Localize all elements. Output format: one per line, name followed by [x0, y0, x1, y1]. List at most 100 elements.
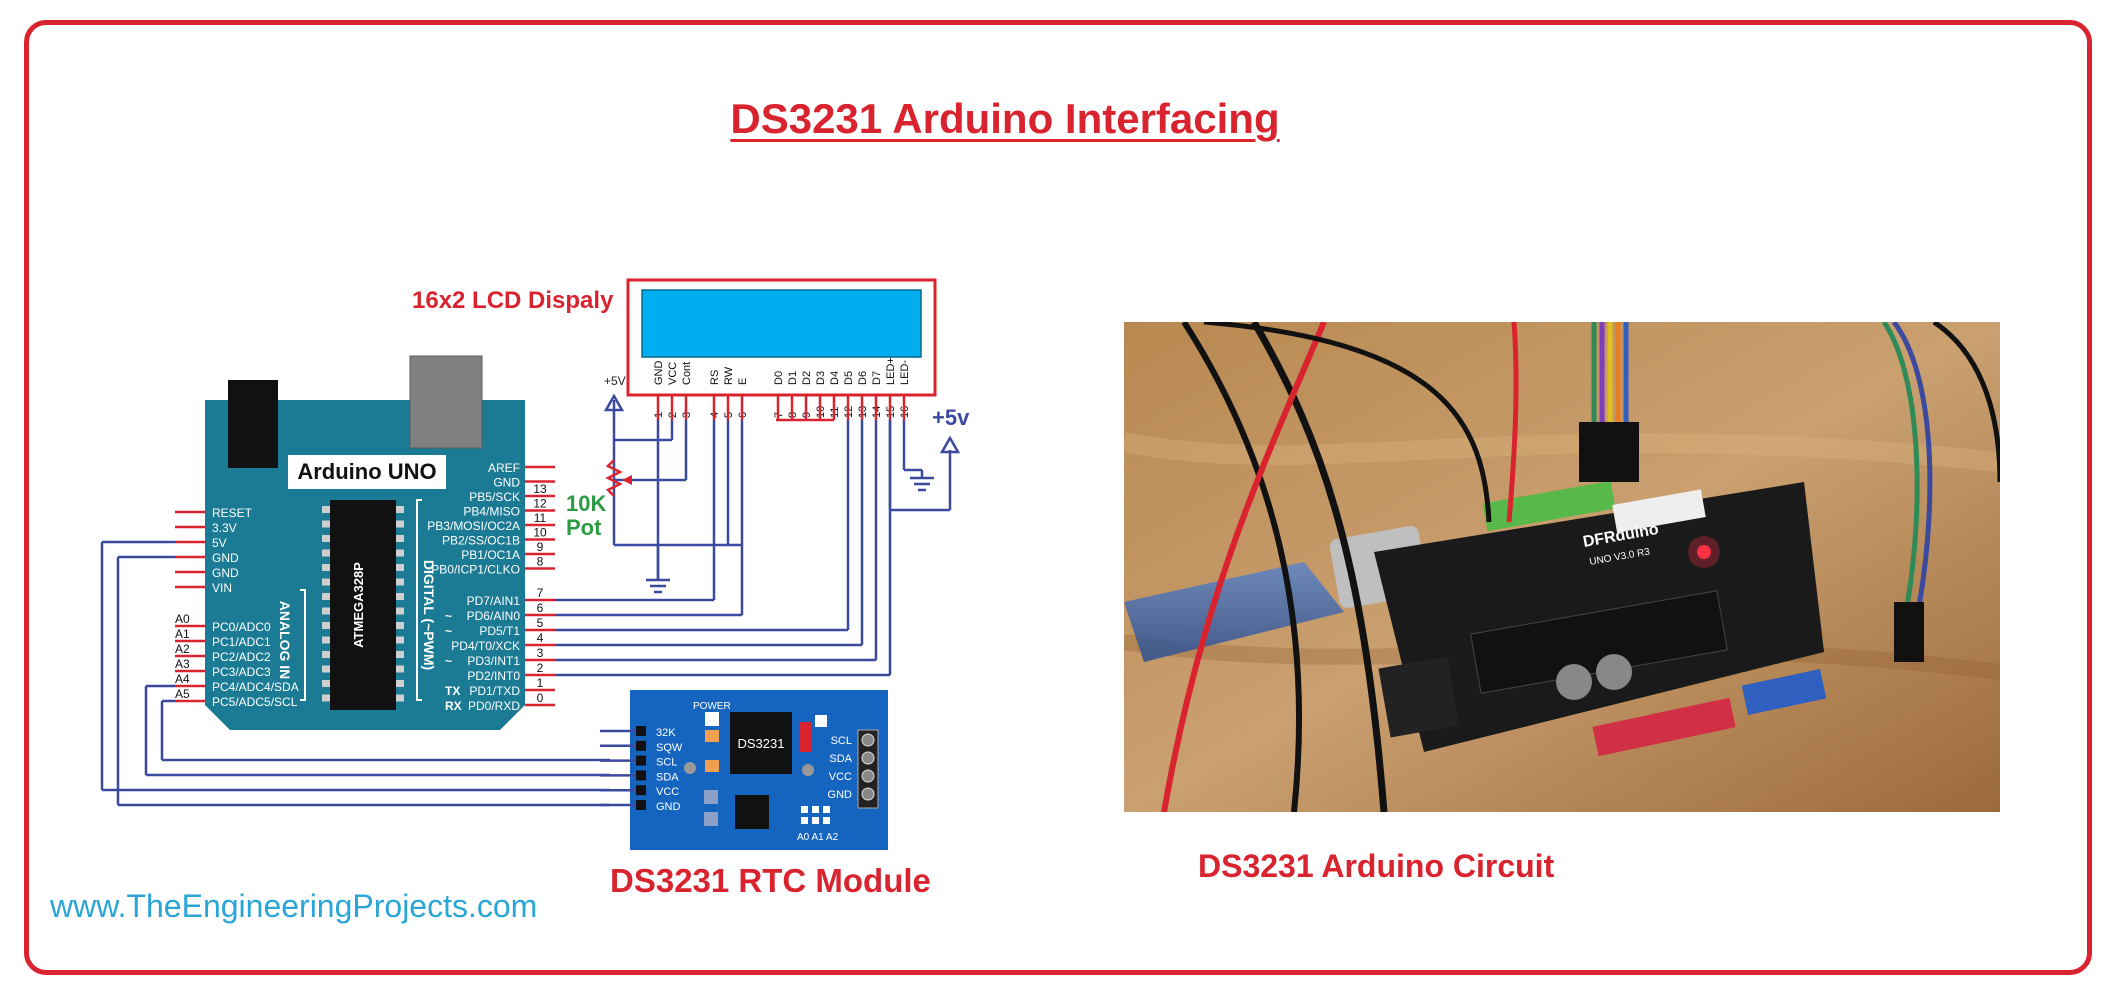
- rtc-left-pin-label: VCC: [656, 786, 679, 798]
- pot-label-line1: 10K: [566, 491, 606, 516]
- arduino-analog-outer-label: A3: [175, 657, 190, 671]
- arduino-analog-inner-label: PC5/ADC5/SCL: [212, 695, 298, 709]
- page-title: DS3231 Arduino Interfacing: [730, 95, 1280, 142]
- arduino-digital-pin-number: 9: [537, 540, 544, 554]
- arduino-digital-pin-label: PB5/SCK: [469, 490, 520, 504]
- plus5v-small-symbol: [603, 393, 625, 412]
- arduino-analog-inner-label: PC4/ADC4/SDA: [212, 680, 299, 694]
- arduino-digital-pin-label: PD4/T0/XCK: [451, 639, 520, 653]
- analog-in-label: ANALOG IN: [277, 601, 293, 680]
- lcd-pin-name: LED-: [899, 360, 911, 385]
- arduino-name: Arduino UNO: [297, 459, 436, 484]
- arduino-top-right-pins: AREFGNDPB5/SCK13PB4/MISO12PB3/MOSI/OC2A1…: [427, 461, 555, 577]
- rtc-left-pins: 32K SQW SCL SDA VCC GND: [600, 726, 683, 813]
- rtc-left-pin-label: SQW: [656, 742, 683, 754]
- plus5v-big-symbol: [939, 435, 961, 454]
- lcd-pin-name: RW: [723, 366, 735, 385]
- arduino-digital-pin-number: 8: [537, 555, 544, 569]
- arduino-digital-pin-number: 10: [533, 526, 547, 540]
- outer-frame: [24, 20, 2092, 975]
- arduino-pin-prefix: TX: [445, 684, 460, 698]
- rtc-left-pin-label: 32K: [656, 727, 676, 739]
- arduino-pin-prefix: ~: [445, 654, 452, 668]
- arduino-left-pin-label: 3.3V: [212, 521, 237, 535]
- arduino-digital-pin-number: 2: [537, 661, 544, 675]
- lcd-pin-name: D2: [801, 371, 813, 385]
- circuit-photo: DFRduino UNO V3.0 R3: [1124, 322, 2000, 812]
- rtc-chip: [730, 712, 792, 774]
- arduino-digital-pin-number: 12: [533, 497, 547, 511]
- arduino-analog-inner-label: PC0/ADC0: [212, 620, 271, 634]
- rtc-right-pin-label: SCL: [831, 735, 852, 747]
- arduino-digital-pin-number: 11: [534, 511, 547, 525]
- arduino-digital-pin-number: 6: [537, 601, 544, 615]
- arduino-digital-pin-label: PD2/INT0: [467, 669, 520, 683]
- rtc-chip-label: DS3231: [738, 736, 785, 751]
- rtc-left-pin-label: SCL: [656, 757, 677, 769]
- arduino-digital-pin-label: PD0/RXD: [468, 699, 520, 713]
- arduino-digital-pin-number: 13: [533, 482, 547, 496]
- arduino-digital-pin-label: PB0/ICP1/CLKO: [431, 563, 520, 577]
- arduino-digital-pin-label: PD7/AIN1: [467, 594, 521, 608]
- website-url: www.TheEngineeringProjects.com: [50, 888, 538, 924]
- rtc-right-pin-label: SDA: [829, 753, 852, 765]
- rtc-right-pins: SCL SDA VCC GND: [828, 733, 875, 801]
- arduino-analog-outer-label: A1: [175, 627, 190, 641]
- arduino-pin-prefix: ~: [445, 624, 452, 638]
- rtc-right-pin-label: VCC: [829, 771, 852, 783]
- rtc-power-label: POWER: [693, 701, 731, 712]
- arduino-digital-pin-label: PD6/AIN0: [467, 609, 521, 623]
- arduino-analog-outer-label: A5: [175, 687, 190, 701]
- arduino-left-pin-label: RESET: [212, 506, 253, 520]
- rtc-left-pin-label: GND: [656, 801, 681, 813]
- lcd-pin-name: Cont: [681, 362, 693, 385]
- arduino-digital-pin-label: AREF: [488, 461, 520, 475]
- arduino-left-pin-label: GND: [212, 566, 239, 580]
- rtc-left-pin-label: SDA: [656, 771, 679, 783]
- ground-symbols: [646, 470, 934, 594]
- lcd-label: 16x2 LCD Dispaly: [412, 287, 614, 314]
- arduino-digital-pin-number: 3: [537, 646, 544, 660]
- arduino-power-jack: [228, 380, 278, 468]
- lcd-pin-name: GND: [653, 361, 665, 386]
- arduino-name-box: [288, 455, 446, 489]
- circuit-photo-label: DS3231 Arduino Circuit: [1198, 848, 1555, 884]
- arduino-digital-pin-number: 0: [537, 691, 544, 705]
- arduino-digital-pin-label: PD3/INT1: [467, 654, 520, 668]
- arduino-analog-inner-label: PC3/ADC3: [212, 665, 271, 679]
- arduino-pin-prefix: ~: [445, 609, 452, 623]
- lcd-pin-name: E: [737, 378, 749, 385]
- arduino-digital-pin-label: PB2/SS/OC1B: [442, 534, 520, 548]
- lcd-pin-name: RS: [709, 370, 721, 385]
- arduino-bottom-right-pins: PD7/AIN17PD6/AIN0~6PD5/T1~5PD4/T0/XCK4PD…: [445, 586, 555, 713]
- arduino-rtc-wiring: [100, 540, 610, 807]
- arduino-analog-pins: A0PC0/ADC0A1PC1/ADC1A2PC2/ADC2A3PC3/ADC3…: [175, 612, 299, 709]
- arduino-digital-pin-number: 4: [537, 631, 544, 645]
- lcd-wiring: [612, 400, 952, 675]
- plus5v-small-label: +5V: [604, 374, 626, 388]
- arduino-analog-outer-label: A2: [175, 642, 190, 656]
- arduino-left-pin-label: GND: [212, 551, 239, 565]
- rtc-right-pin-label: GND: [828, 789, 853, 801]
- arduino-digital-pin-label: PD1/TXD: [469, 684, 520, 698]
- arduino-digital-pin-label: PB1/OC1A: [461, 548, 520, 562]
- arduino-analog-outer-label: A4: [175, 672, 190, 686]
- arduino-analog-outer-label: A0: [175, 612, 190, 626]
- arduino-digital-pin-label: GND: [493, 476, 520, 490]
- lcd-pin-name: VCC: [667, 362, 679, 385]
- arduino-digital-pin-label: PB4/MISO: [463, 505, 520, 519]
- arduino-digital-pin-number: 7: [537, 586, 544, 600]
- lcd-pin-name: D6: [857, 371, 869, 385]
- lcd-pin-name: D4: [829, 371, 841, 385]
- chip-legs: [322, 506, 404, 702]
- lcd-stubs: [656, 396, 906, 422]
- plus5v-big-label: +5v: [932, 405, 970, 430]
- pot-label-line2: Pot: [566, 515, 602, 540]
- rtc-module-label: DS3231 RTC Module: [610, 862, 931, 899]
- arduino-left-pin-label: 5V: [212, 536, 227, 550]
- lcd-pin-name: D1: [787, 371, 799, 385]
- lcd-pin-name: D5: [843, 371, 855, 385]
- lcd-pin-name: D0: [773, 371, 785, 385]
